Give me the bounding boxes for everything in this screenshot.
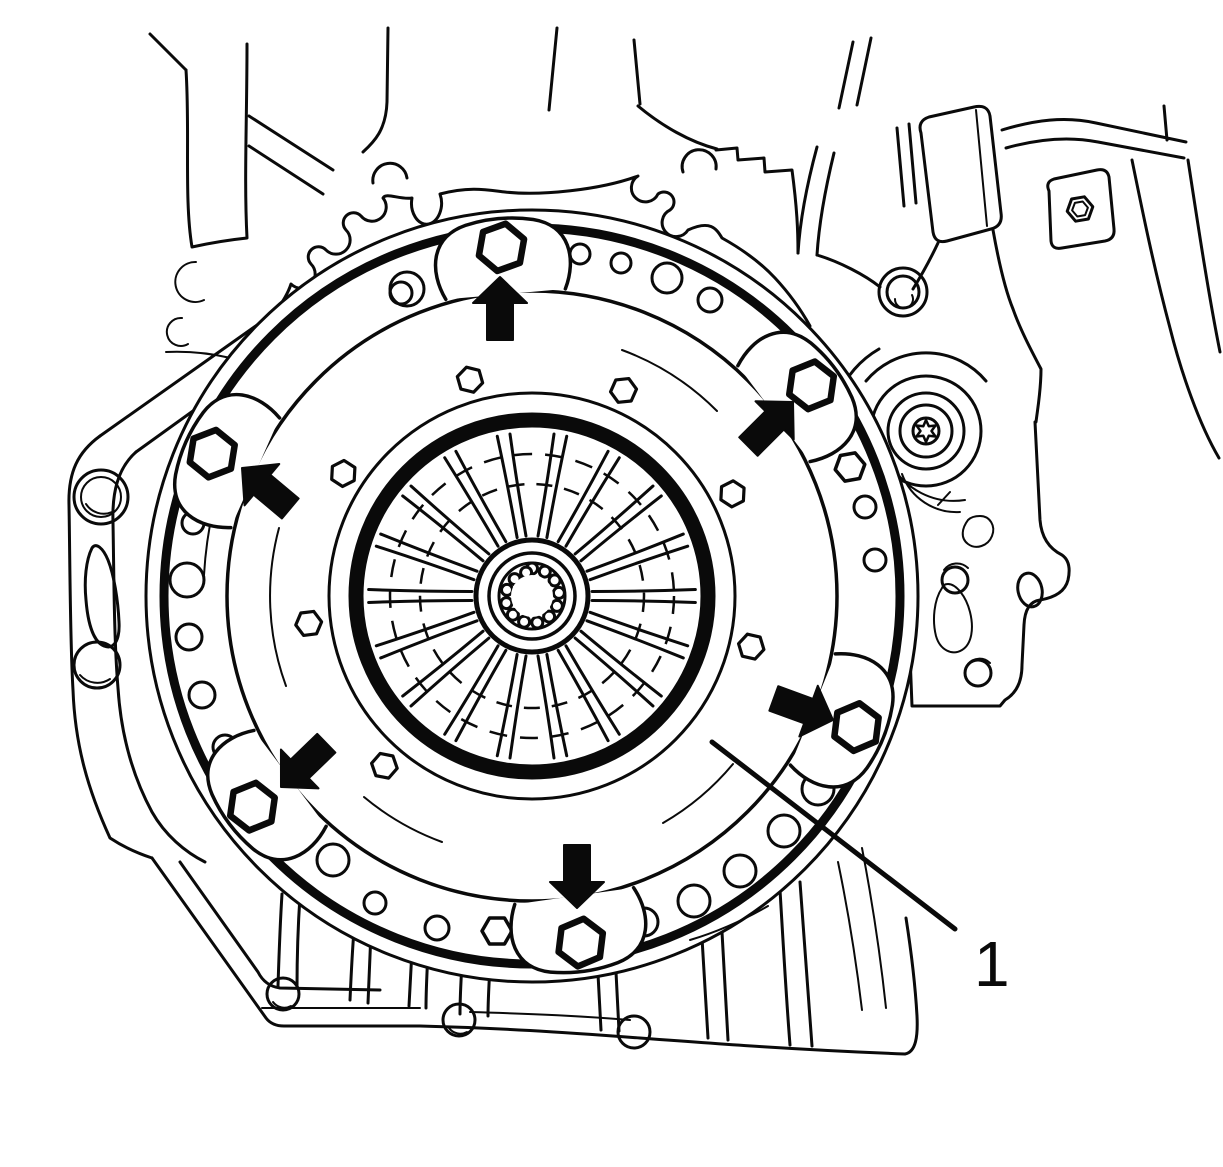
- starter-boss: [829, 347, 988, 514]
- pressure-plate-cover: [159, 213, 909, 981]
- callout-leader-line: [709, 739, 958, 932]
- star-bolt: [915, 418, 937, 444]
- diaphragm-fulcrum-ring: [348, 412, 716, 780]
- callout-label-1: 1: [974, 928, 1010, 1000]
- hub-spline: [473, 537, 591, 655]
- flywheel-hex-bolt: [480, 916, 514, 946]
- flywheel-hex-bolt: [833, 451, 867, 483]
